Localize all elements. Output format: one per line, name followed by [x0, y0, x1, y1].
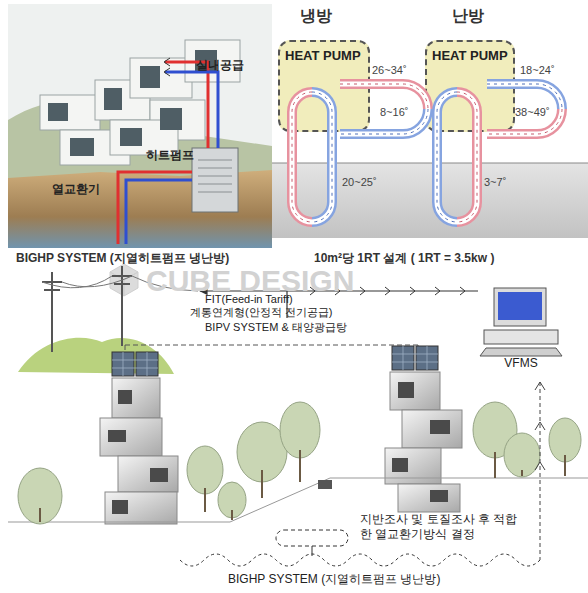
panel-grid: [112, 346, 438, 376]
ground-line: [272, 163, 588, 164]
house-windows: [48, 50, 217, 156]
building-cube: [398, 484, 460, 512]
flow-arrow: [164, 58, 170, 76]
ground-band: [272, 163, 588, 238]
caption: BIGHP SYSTEM (지열히트펌프 냉난방): [228, 572, 440, 587]
design-note: 10m²당 1RT 설계 ( 1RT = 3.5kw ): [314, 251, 494, 266]
car: [318, 480, 332, 489]
warm-loop: [292, 84, 562, 222]
section-title: 냉방: [300, 6, 332, 26]
illustration-sky: [8, 4, 272, 248]
heat-pump-unit: [192, 148, 238, 212]
tree-trunk: [40, 450, 565, 522]
heat-pump-grille: [198, 160, 232, 192]
watermark-logo: [110, 264, 138, 296]
cold-pipe: [126, 72, 218, 244]
desktop-case: [484, 330, 558, 344]
borehole-outline: [276, 530, 348, 546]
building-cube: [118, 456, 178, 492]
section-title: 난방: [452, 6, 484, 26]
system-label: FIT(Feed-in Tariff): [205, 293, 293, 307]
house-cube: [130, 58, 192, 98]
building-cube: [390, 372, 440, 410]
cool-loop: [312, 84, 562, 222]
building-windows: [108, 382, 450, 514]
caption: BIGHP SYSTEM (지열히트펌프 냉난방): [16, 251, 229, 266]
callout-label: 실내공급: [196, 58, 244, 73]
monitor-screen: [498, 292, 542, 320]
node-title: HEAT PUMP: [432, 48, 508, 63]
riser-arrow: [535, 382, 545, 470]
ground-profile: [8, 478, 588, 522]
flow-chevrons: [310, 287, 465, 295]
temperature-label: 26~34˚: [372, 64, 407, 78]
riser-line: [540, 382, 541, 560]
power-pole: [42, 266, 132, 352]
callout-label: 히트펌프: [146, 148, 194, 163]
hot-pipe: [118, 62, 208, 244]
power-wire: [42, 276, 198, 291]
system-label: 계통연계형(안정적 전기공급): [190, 306, 332, 320]
heat-pump-box: HEAT PUMP: [425, 40, 515, 132]
warm-flow-marks: [292, 84, 562, 222]
cool-flow-marks: [312, 84, 562, 222]
node-title: HEAT PUMP: [285, 48, 361, 63]
bipv-dashed-line: [125, 345, 418, 360]
node-caption: VFMS: [478, 356, 564, 370]
keyboard: [480, 348, 562, 356]
loop-core: [292, 84, 562, 222]
bipv-feed-line: [286, 291, 287, 318]
callout-label: 열교환기: [52, 182, 100, 197]
tree: [280, 402, 320, 458]
tree: [187, 446, 223, 494]
survey-note: 지반조사 및 토질조사 후 적합한 열교환기방식 결정: [360, 512, 520, 542]
ground-loop: [180, 554, 540, 566]
heat-pump-box: HEAT PUMP: [278, 40, 370, 132]
monitor: [494, 288, 546, 326]
temperature-label: 18~24˚: [520, 64, 555, 78]
monitoring-station: VFMS: [478, 282, 564, 372]
temperature-label: 38~49˚: [515, 106, 550, 120]
watermark: CUBE DESIGN: [146, 262, 354, 300]
temperature-label: 20~25˚: [342, 176, 377, 190]
temperature-label: 3~7˚: [484, 176, 506, 190]
system-label: BIPV SYSTEM & 태양광급탕: [205, 321, 347, 335]
temperature-label: 8~16˚: [380, 106, 408, 120]
